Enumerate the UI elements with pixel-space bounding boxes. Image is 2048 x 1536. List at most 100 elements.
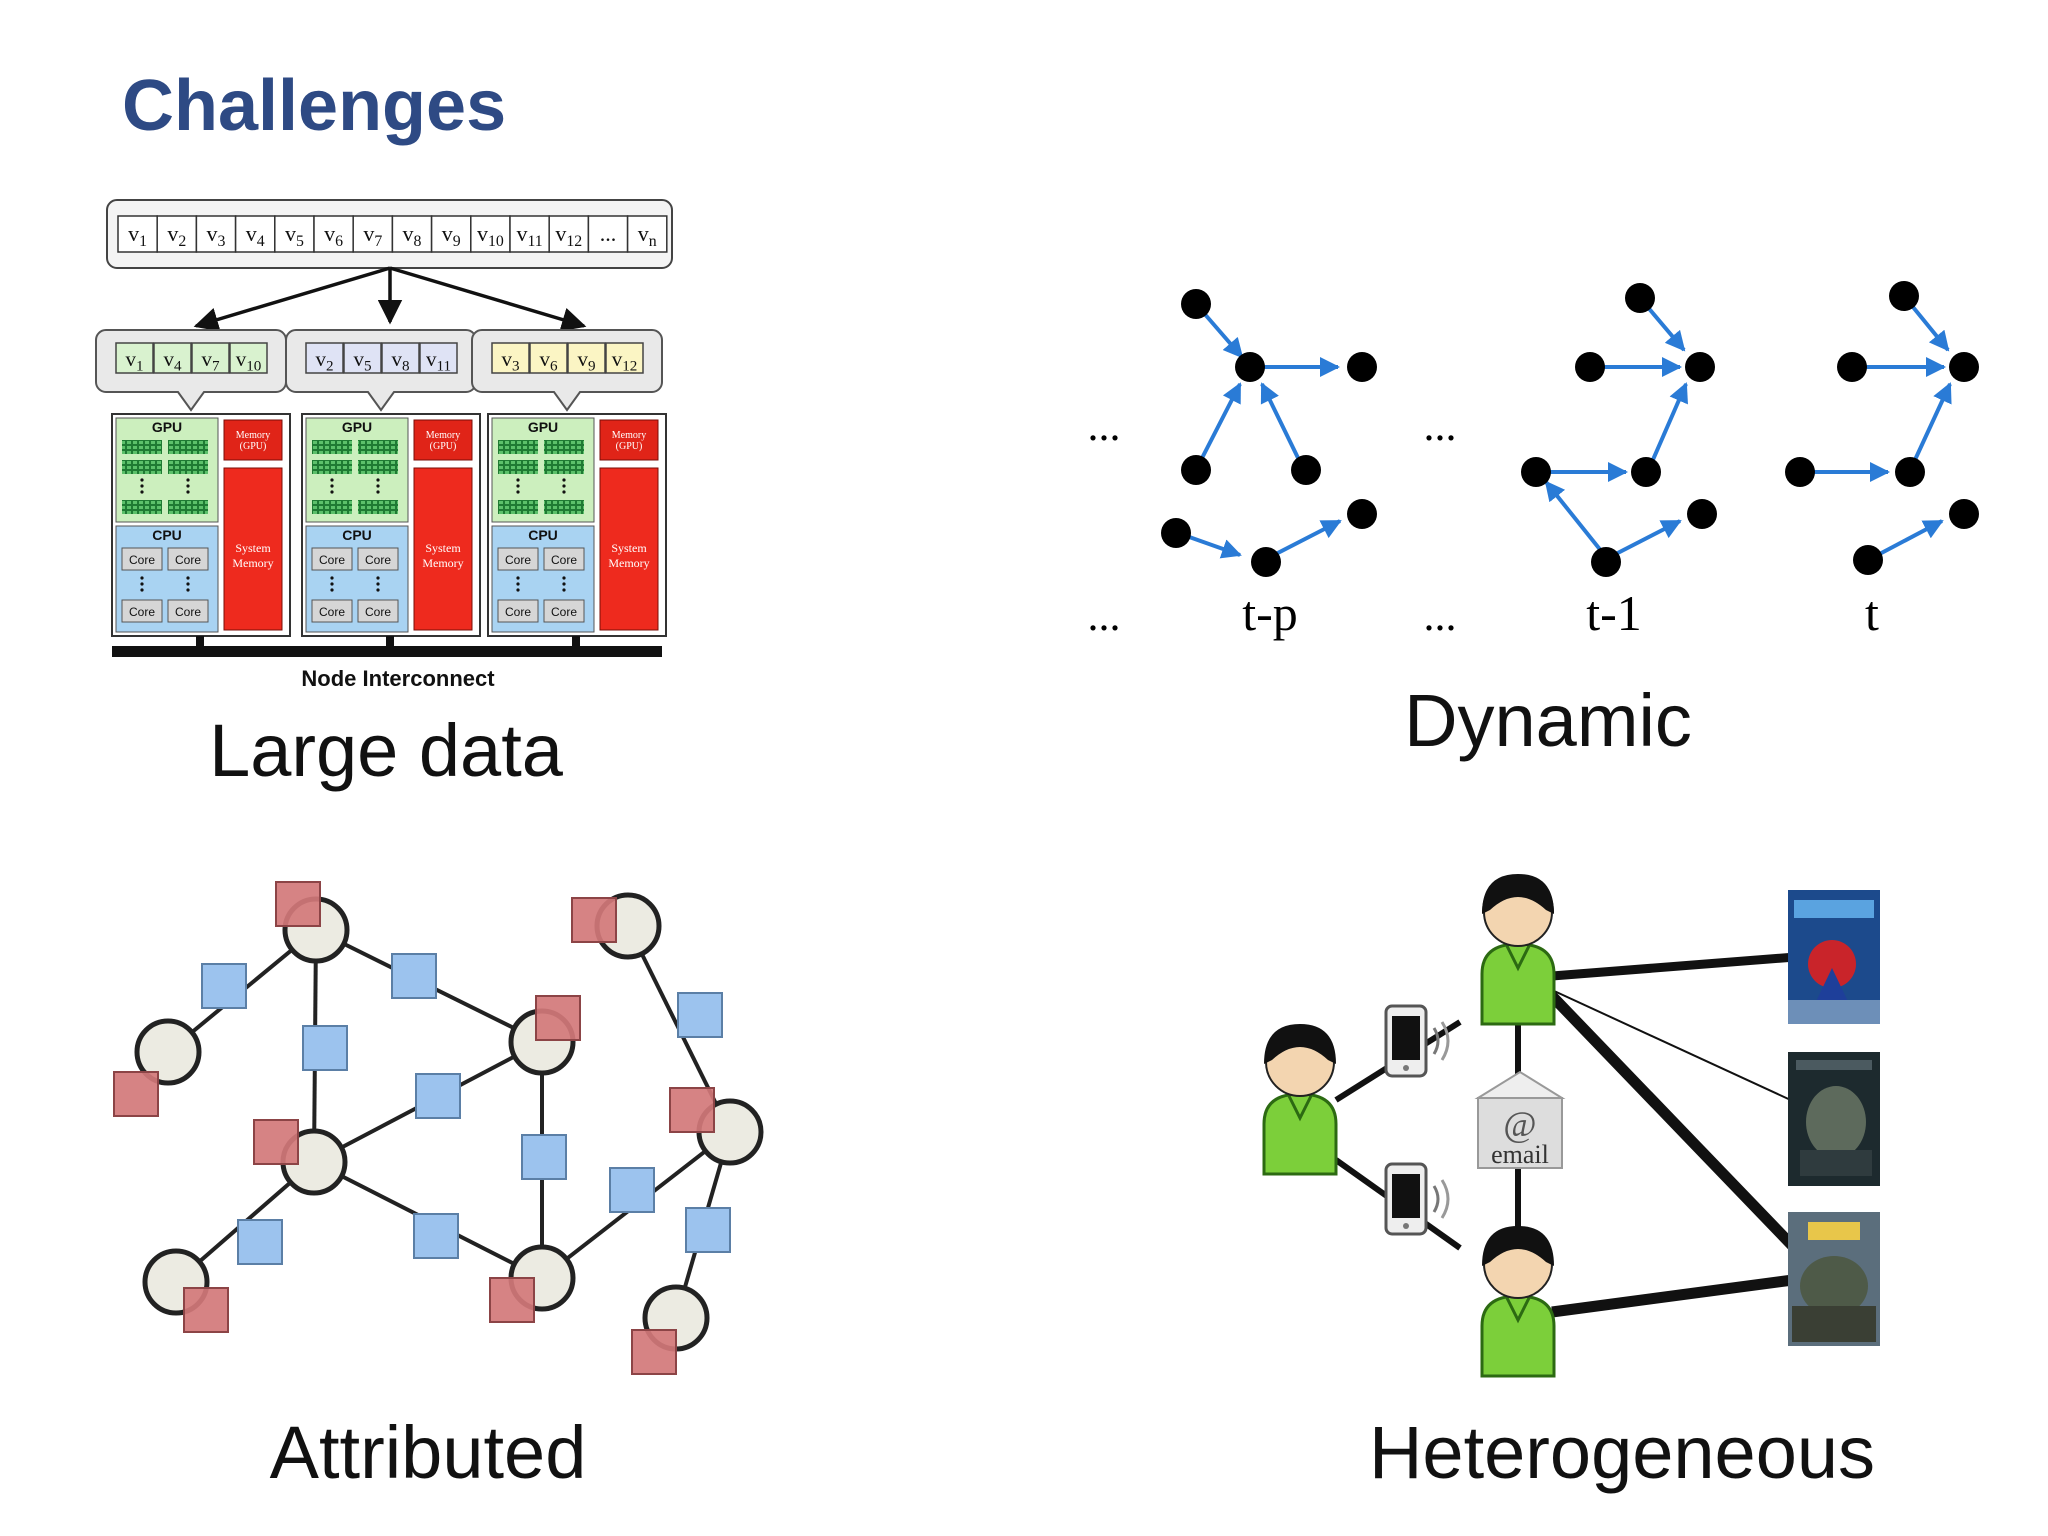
core-label: Core bbox=[319, 553, 345, 567]
graph-node bbox=[1687, 499, 1717, 529]
cpu-label: CPU bbox=[152, 527, 182, 543]
vertex-cell bbox=[548, 215, 590, 253]
core-label: Core bbox=[365, 553, 391, 567]
core-label: Core bbox=[551, 605, 577, 619]
phone-icon bbox=[1384, 1004, 1450, 1078]
dot bbox=[516, 484, 520, 488]
email-at-symbol: @ bbox=[1503, 1104, 1536, 1144]
partition-vertex-cell bbox=[605, 342, 644, 374]
system-memory-label: System bbox=[235, 541, 271, 555]
partition-vertex-cell bbox=[419, 342, 458, 374]
dot bbox=[186, 576, 190, 580]
person-icon bbox=[1262, 1024, 1338, 1176]
dot bbox=[376, 478, 380, 482]
node-interconnect-bar bbox=[112, 646, 662, 657]
gpu-cores bbox=[498, 460, 538, 474]
gpu-cores bbox=[122, 500, 162, 514]
dot bbox=[562, 576, 566, 580]
system-memory-label: Memory bbox=[422, 556, 463, 570]
dot bbox=[140, 484, 144, 488]
partition-vertex-cell bbox=[305, 342, 344, 374]
graph-node bbox=[1949, 499, 1979, 529]
edge bbox=[1198, 382, 1242, 463]
graph-node bbox=[1837, 352, 1867, 382]
dot bbox=[186, 484, 190, 488]
gpu-memory bbox=[413, 419, 473, 461]
email-label: email bbox=[1491, 1140, 1549, 1169]
dot bbox=[140, 582, 144, 586]
system-memory bbox=[413, 467, 473, 631]
heterogeneous-panel: @ email Heterogeneous bbox=[1262, 874, 1880, 1494]
email-icon: @ email bbox=[1474, 1070, 1566, 1169]
dot bbox=[186, 490, 190, 494]
gpu-memory-label: Memory bbox=[236, 430, 270, 441]
cpu-label: CPU bbox=[528, 527, 558, 543]
graph-node bbox=[1235, 352, 1265, 382]
cpu-core bbox=[311, 547, 353, 571]
edge bbox=[1260, 382, 1302, 463]
partition-vertex-cell bbox=[529, 342, 568, 374]
gpu-cores bbox=[544, 440, 584, 454]
vertex-cell bbox=[430, 215, 472, 253]
between-ellipsis-2: ... bbox=[1424, 401, 1457, 450]
gpu-cores bbox=[544, 500, 584, 514]
gpu-label: GPU bbox=[528, 419, 558, 435]
graph-node bbox=[1181, 455, 1211, 485]
gpu-cores bbox=[358, 500, 398, 514]
partition-vertex-cell bbox=[567, 342, 606, 374]
gpu-label: GPU bbox=[152, 419, 182, 435]
gpu-cores bbox=[498, 500, 538, 514]
partition-vertex-cell bbox=[115, 342, 154, 374]
dot bbox=[562, 478, 566, 482]
dot bbox=[516, 490, 520, 494]
time-label: t-1 bbox=[1586, 585, 1642, 641]
gpu-cores bbox=[312, 460, 352, 474]
vertex-cell bbox=[626, 215, 668, 253]
snapshot-t-p-nodes bbox=[1161, 289, 1377, 577]
gpu-memory-label: (GPU) bbox=[616, 441, 643, 452]
dot bbox=[376, 588, 380, 592]
cpu-core bbox=[497, 599, 539, 623]
edge bbox=[1871, 519, 1944, 560]
graph-node bbox=[1785, 457, 1815, 487]
cpu-core bbox=[167, 547, 209, 571]
gpu-label: GPU bbox=[342, 419, 372, 435]
edge bbox=[1544, 480, 1604, 554]
graph-node bbox=[1575, 352, 1605, 382]
interconnect-label: Node Interconnect bbox=[301, 666, 495, 691]
vertex-cell bbox=[470, 215, 511, 253]
vertex-cell bbox=[234, 215, 276, 253]
gpu-memory-label: (GPU) bbox=[430, 441, 457, 452]
cpu-core bbox=[543, 599, 585, 623]
gpu-cores bbox=[358, 440, 398, 454]
dot bbox=[186, 582, 190, 586]
gpu-cores bbox=[168, 500, 208, 514]
core-label: Core bbox=[175, 605, 201, 619]
dot bbox=[330, 478, 334, 482]
graph-node bbox=[1521, 457, 1551, 487]
core-label: Core bbox=[365, 605, 391, 619]
cpu-core bbox=[311, 599, 353, 623]
graph-node bbox=[1181, 289, 1211, 319]
movie-poster-3 bbox=[1788, 1212, 1880, 1346]
distribution-arrow-right bbox=[389, 266, 587, 332]
core-label: Core bbox=[175, 553, 201, 567]
node-connector bbox=[196, 636, 204, 648]
edge bbox=[1912, 382, 1952, 463]
edge bbox=[1607, 519, 1682, 560]
core-label: Core bbox=[319, 605, 345, 619]
vertex-cell bbox=[352, 215, 394, 253]
dot bbox=[562, 582, 566, 586]
dot bbox=[376, 490, 380, 494]
attributed-panel: Attributed bbox=[113, 881, 764, 1494]
graph-node bbox=[1895, 457, 1925, 487]
partition-vertex-cell bbox=[153, 342, 192, 374]
dot bbox=[376, 576, 380, 580]
graph-node bbox=[1625, 283, 1655, 313]
dot bbox=[330, 490, 334, 494]
vertex-cell bbox=[195, 215, 237, 253]
snapshot-t-nodes bbox=[1785, 281, 1979, 575]
core-label: Core bbox=[505, 605, 531, 619]
